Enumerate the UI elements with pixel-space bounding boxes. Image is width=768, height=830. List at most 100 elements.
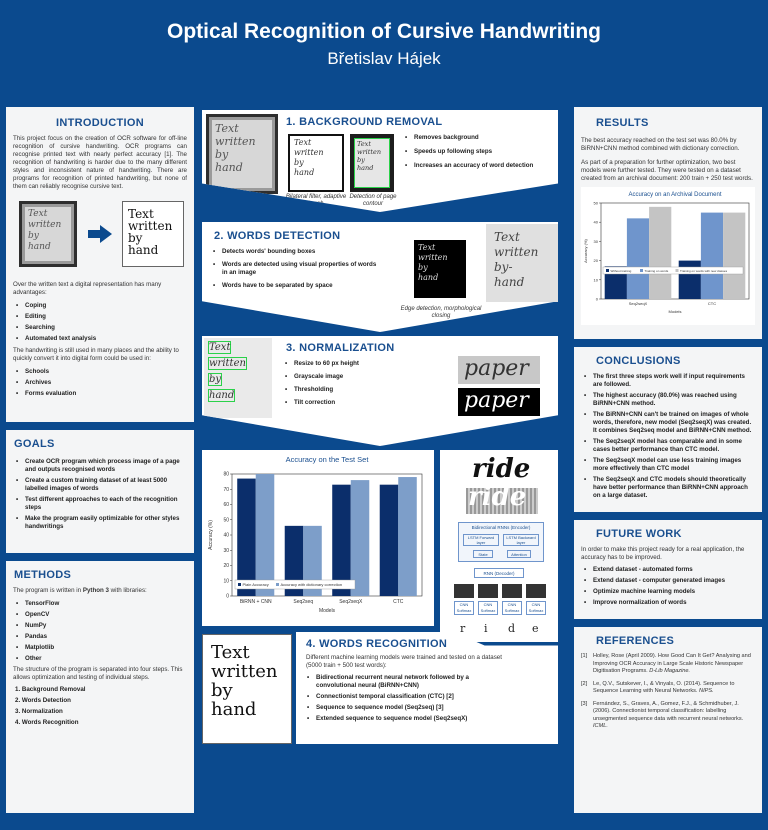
y-axis-label: Accuracy (%) bbox=[583, 238, 588, 262]
libraries-list: TensorFlow OpenCV NumPy Pandas Matplotli… bbox=[13, 600, 187, 663]
list-item: Automated text analysis bbox=[13, 335, 187, 343]
list-item: Extend dataset - automated forms bbox=[581, 566, 755, 574]
future-work-list: Extend dataset - automated forms Extend … bbox=[581, 566, 755, 607]
results-paragraph-1: The best accuracy reached on the test se… bbox=[581, 137, 740, 152]
advantages-list: Coping Editing Searching Automated text … bbox=[13, 302, 187, 343]
section-divider bbox=[574, 512, 762, 520]
y-tick-label: 60 bbox=[223, 502, 229, 508]
chart-title: Accuracy on an Archival Document bbox=[628, 192, 721, 198]
section-divider bbox=[574, 619, 762, 627]
normalization-list: Resize to 60 px height Grayscale image T… bbox=[282, 360, 422, 410]
legend-box bbox=[234, 579, 356, 590]
intro-figure: Text written by hand Text written by han… bbox=[6, 201, 194, 273]
reference-item: [2]Le, Q.V., Sutskever, I., & Vinyals, O… bbox=[581, 680, 735, 695]
goals-list: Create OCR program which process image o… bbox=[13, 458, 187, 531]
list-item: Increases an accuracy of word detection bbox=[402, 162, 552, 170]
methods-paragraph: The structure of the program is separate… bbox=[13, 666, 183, 681]
bar bbox=[237, 478, 256, 596]
x-tick-label: Seq2seq bbox=[293, 599, 313, 605]
background-removal-list: Removes background Speeds up following s… bbox=[402, 134, 552, 173]
y-tick-label: 0 bbox=[596, 297, 599, 302]
legend-label: Without training bbox=[611, 269, 632, 273]
edge-detection-caption: Edge detection, morphological closing bbox=[400, 306, 482, 319]
list-item: Matplotlib bbox=[13, 644, 187, 652]
decoder-block: RNN (Decoder) bbox=[474, 568, 524, 578]
introduction-heading: INTRODUCTION bbox=[56, 117, 144, 129]
words-recognition-heading: 4. WORDS RECOGNITION bbox=[306, 638, 448, 650]
bar bbox=[626, 218, 650, 299]
list-item: Other bbox=[13, 655, 187, 663]
list-item: Schools bbox=[13, 368, 187, 376]
reference-item: [3]Fernández, S., Graves, A., Gomez, F.J… bbox=[581, 700, 744, 730]
bar bbox=[255, 474, 275, 596]
list-item: Test different approaches to each of the… bbox=[13, 496, 187, 512]
model-diagram-panel: ride ride Bidirectional RNNs (Encoder) L… bbox=[440, 450, 558, 642]
y-tick-label: 10 bbox=[223, 578, 229, 584]
list-item: Searching bbox=[13, 324, 187, 332]
legend-swatch bbox=[238, 583, 241, 586]
y-tick-label: 0 bbox=[226, 594, 229, 600]
legend-box bbox=[602, 266, 744, 275]
uses-list: Schools Archives Forms evaluation bbox=[13, 368, 187, 398]
list-item: The Seq2seqX model can use less training… bbox=[581, 457, 755, 473]
list-item: Connectionist temporal classification (C… bbox=[304, 693, 504, 701]
x-tick-label: Seq2seqX bbox=[339, 599, 363, 605]
left-column: INTRODUCTION This project focus on the c… bbox=[6, 107, 194, 813]
conclusions-list: The first three steps work well if input… bbox=[581, 373, 755, 500]
output-letters: r i d e bbox=[460, 622, 539, 635]
methods-intro: The program is written in Python 3 with … bbox=[13, 587, 147, 594]
conclusions-heading: CONCLUSIONS bbox=[596, 355, 681, 367]
letter-crops bbox=[454, 584, 548, 598]
list-item: Speeds up following steps bbox=[402, 148, 552, 156]
list-item: Thresholding bbox=[282, 386, 422, 394]
legend-label: Plain Accuracy bbox=[243, 582, 269, 587]
x-tick-label: BiRNN + CNN bbox=[240, 599, 272, 605]
list-item: 1. Background Removal bbox=[15, 686, 86, 693]
list-item: NumPy bbox=[13, 622, 187, 630]
y-tick-label: 20 bbox=[594, 258, 599, 263]
list-item: Create a custom training dataset of at l… bbox=[13, 477, 187, 493]
background-removal-heading: 1. BACKGROUND REMOVAL bbox=[286, 116, 443, 128]
bar bbox=[723, 212, 746, 299]
arrow-right-icon bbox=[88, 225, 112, 243]
y-tick-label: 30 bbox=[594, 239, 599, 244]
y-tick-label: 50 bbox=[594, 201, 599, 206]
list-item: 2. Words Detection bbox=[15, 697, 71, 704]
legend-swatch bbox=[640, 269, 643, 272]
introduction-paragraph: This project focus on the creation of OC… bbox=[13, 135, 187, 190]
y-tick-label: 50 bbox=[223, 517, 229, 523]
list-item: Make the program easily optimizable for … bbox=[13, 515, 187, 531]
list-item: The Seq2seqX and CTC models should theor… bbox=[581, 476, 755, 500]
references-list: [1]Holley, Rose (April 2009). How Good C… bbox=[581, 653, 755, 731]
list-item: Detects words' bounding boxes bbox=[210, 248, 380, 256]
methods-heading: METHODS bbox=[14, 569, 72, 581]
x-axis-label: Models bbox=[669, 309, 682, 314]
list-item: Improve normalization of words bbox=[581, 599, 755, 607]
y-tick-label: 40 bbox=[594, 220, 599, 225]
bar bbox=[332, 484, 351, 596]
plot-frame bbox=[600, 202, 750, 300]
y-axis-label: Accuracy (%) bbox=[208, 520, 214, 550]
bar bbox=[700, 212, 724, 299]
list-item: Grayscale image bbox=[282, 373, 422, 381]
detected-words-image: Text written by hand bbox=[204, 338, 272, 418]
words-detection-heading: 2. WORDS DETECTION bbox=[214, 230, 341, 242]
poster-title: Optical Recognition of Cursive Handwriti… bbox=[166, 20, 602, 43]
list-item: Create OCR program which process image o… bbox=[13, 458, 187, 474]
future-work-paragraph: In order to make this project ready for … bbox=[581, 546, 745, 561]
list-item: Words have to be separated by space bbox=[210, 282, 380, 290]
list-item: 3. Normalization bbox=[15, 708, 63, 715]
results-heading: RESULTS bbox=[596, 117, 649, 129]
list-item: Archives bbox=[13, 379, 187, 387]
x-axis-label: Models bbox=[319, 608, 336, 614]
list-item: The first three steps work well if input… bbox=[581, 373, 755, 389]
page-contour-caption: Detection of page contour bbox=[349, 194, 397, 207]
list-item: Pandas bbox=[13, 633, 187, 641]
uses-intro: The handwriting is still used in many pl… bbox=[13, 347, 179, 362]
